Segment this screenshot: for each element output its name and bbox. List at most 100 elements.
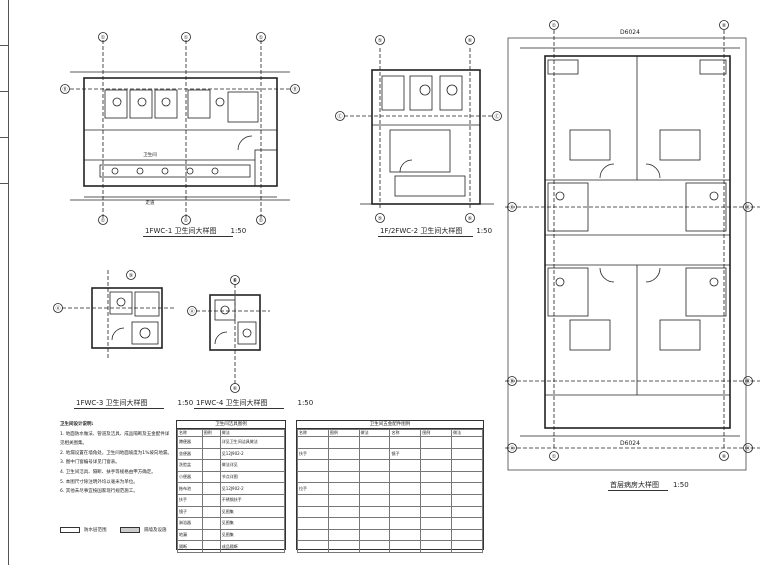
plan-wc4	[196, 278, 270, 386]
plan-wc3	[62, 270, 175, 360]
axis-label: ⑥	[233, 278, 238, 284]
legend-item: 隔墙及设施	[120, 527, 167, 533]
axis-label: ⑥	[233, 386, 238, 392]
axis-label: Ⓒ	[337, 113, 342, 120]
table-title: 卫生间洁具图例	[177, 421, 285, 429]
frame-cell	[0, 0, 8, 46]
hardware-legend-table: 卫生间五金配件图例 名称图例做法 名称图例做法 扶手镜子 拉手	[296, 420, 484, 553]
table-row	[297, 470, 483, 484]
axis-bubbles-wc2	[335, 35, 502, 223]
table-header: 图例	[201, 429, 221, 437]
table-header-row: 名称 图例 做法	[177, 429, 286, 437]
legend-swatch	[120, 527, 140, 533]
axis-label: ①	[552, 454, 557, 460]
table-row: 隔断成品隔断	[177, 540, 286, 553]
axis-bubbles-wc3	[53, 270, 136, 313]
table-row: 小便器节点详图	[177, 470, 286, 484]
axis-label: ⑧	[722, 23, 727, 29]
axis-label: Ⓑ	[509, 378, 514, 385]
title-underline	[143, 236, 233, 237]
axis-label: Ⓑ	[62, 86, 67, 93]
table-row: 拉手	[297, 482, 483, 495]
table-title: 卫生间五金配件图例	[297, 421, 483, 429]
table-row	[297, 528, 483, 542]
note-line: 1. 地面防水做法、管道及洁具、成品隔断及五金配件详见相关图集。	[60, 431, 170, 447]
axis-label: ⑧	[722, 454, 727, 460]
axis-label: ⑨	[129, 273, 133, 279]
notes-heading: 卫生间设计说明:	[60, 422, 94, 427]
table-row: 淋浴器见图集	[177, 517, 286, 530]
frame-cell	[0, 92, 8, 138]
table-row: 蹲便器详见卫生间洁具做法	[177, 436, 286, 449]
table-row: 扶手不锈钢扶手	[177, 493, 286, 507]
axis-label: Ⓐ	[509, 445, 514, 452]
axis-label: ①	[101, 35, 106, 41]
legend-item: 防水层范围	[60, 527, 107, 533]
table-header: 名称	[177, 429, 203, 437]
legend-label: 隔墙及设施	[144, 528, 167, 533]
note-line: 6. 其他未尽事宜按国家现行规范施工。	[60, 489, 138, 495]
note-line: 2. 地漏设置在墙角处，卫生间地面坡度为1%坡向地漏。	[60, 450, 172, 456]
axis-label: ①	[552, 23, 557, 29]
axis-label: ①	[184, 218, 189, 224]
legend-label: 防水层范围	[84, 528, 107, 533]
axis-label: Ⓐ	[189, 308, 194, 315]
ward-dim-top: D6024	[620, 29, 640, 36]
axis-label: Ⓑ	[745, 378, 750, 385]
title-underline	[194, 408, 284, 409]
note-line: 3. 图中门窗编号详见门窗表。	[60, 460, 120, 466]
note-line: 4. 卫生间洁具、隔断、扶手等规格由甲方确定。	[60, 469, 156, 475]
note-line: 5. 本图尺寸除注明外均以毫米为单位。	[60, 479, 138, 485]
corridor-label: 走道	[146, 199, 155, 206]
axis-label: ①	[259, 35, 264, 41]
axis-label: Ⓒ	[745, 204, 750, 211]
plan-ward	[505, 30, 760, 471]
ward-dim-bottom: D6024	[620, 440, 640, 447]
design-notes: 卫生间设计说明: 1. 地面防水做法、管道及洁具、成品隔断及五金配件详见相关图集…	[60, 420, 172, 497]
table-header-row: 名称图例做法 名称图例做法	[297, 429, 483, 437]
frame-cell	[0, 46, 8, 92]
axis-label: Ⓒ	[494, 113, 499, 120]
axis-label: Ⓑ	[292, 86, 297, 93]
table-row	[297, 517, 483, 530]
axis-bubbles-wc1	[60, 32, 300, 225]
axis-label: ⑤	[378, 38, 382, 44]
table-row	[297, 540, 483, 553]
room-label: 卫生间	[143, 151, 157, 158]
axis-label: ⑥	[468, 38, 473, 44]
axis-bubbles-ward	[507, 20, 753, 461]
title-underline	[74, 408, 164, 409]
table-header: 做法	[219, 429, 286, 437]
axis-label: ①	[184, 35, 189, 41]
frame-cell	[0, 138, 8, 184]
axis-label: ⑤	[378, 216, 382, 222]
axis-label: ①	[101, 218, 106, 224]
axis-label: ⑥	[468, 216, 473, 222]
plan-wc1	[70, 40, 290, 218]
table-row: 镜子见图集	[177, 505, 286, 519]
axis-label: Ⓒ	[509, 204, 514, 211]
table-row: 洗脸盆做法详见	[177, 459, 286, 472]
title-underline	[378, 236, 473, 237]
table-row	[297, 436, 483, 449]
table-row	[297, 505, 483, 519]
axis-label: Ⓐ	[55, 305, 60, 312]
axis-label: ①	[259, 218, 264, 224]
table-row	[297, 493, 483, 507]
table-row: 坐便器见12J902-2	[177, 447, 286, 461]
table-row: 扶手镜子	[297, 447, 483, 461]
axis-bubbles-wc4	[187, 275, 240, 393]
legend-swatch	[60, 527, 80, 533]
table-row: 地漏见图集	[177, 528, 286, 542]
table-row: 拖布池见12J902-2	[177, 482, 286, 495]
axis-label: Ⓐ	[745, 445, 750, 452]
fixture-legend-table: 卫生间洁具图例 名称 图例 做法 蹲便器详见卫生间洁具做法 坐便器见12J902…	[176, 420, 286, 553]
drawing-frame-strip	[0, 0, 9, 565]
title-underline	[608, 490, 668, 491]
